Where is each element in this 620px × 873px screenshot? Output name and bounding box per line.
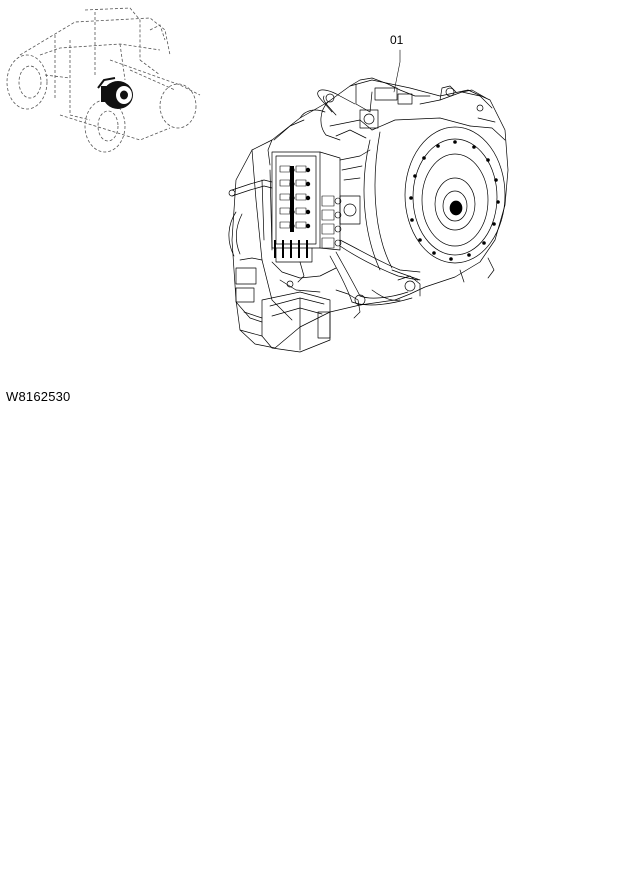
transmission-assembly-icon <box>228 49 509 353</box>
vehicle-locator-icon <box>6 7 201 153</box>
locator-highlight <box>97 77 133 109</box>
callout-label-01: 01 <box>390 33 404 47</box>
drawing-code: W8162530 <box>6 389 71 404</box>
